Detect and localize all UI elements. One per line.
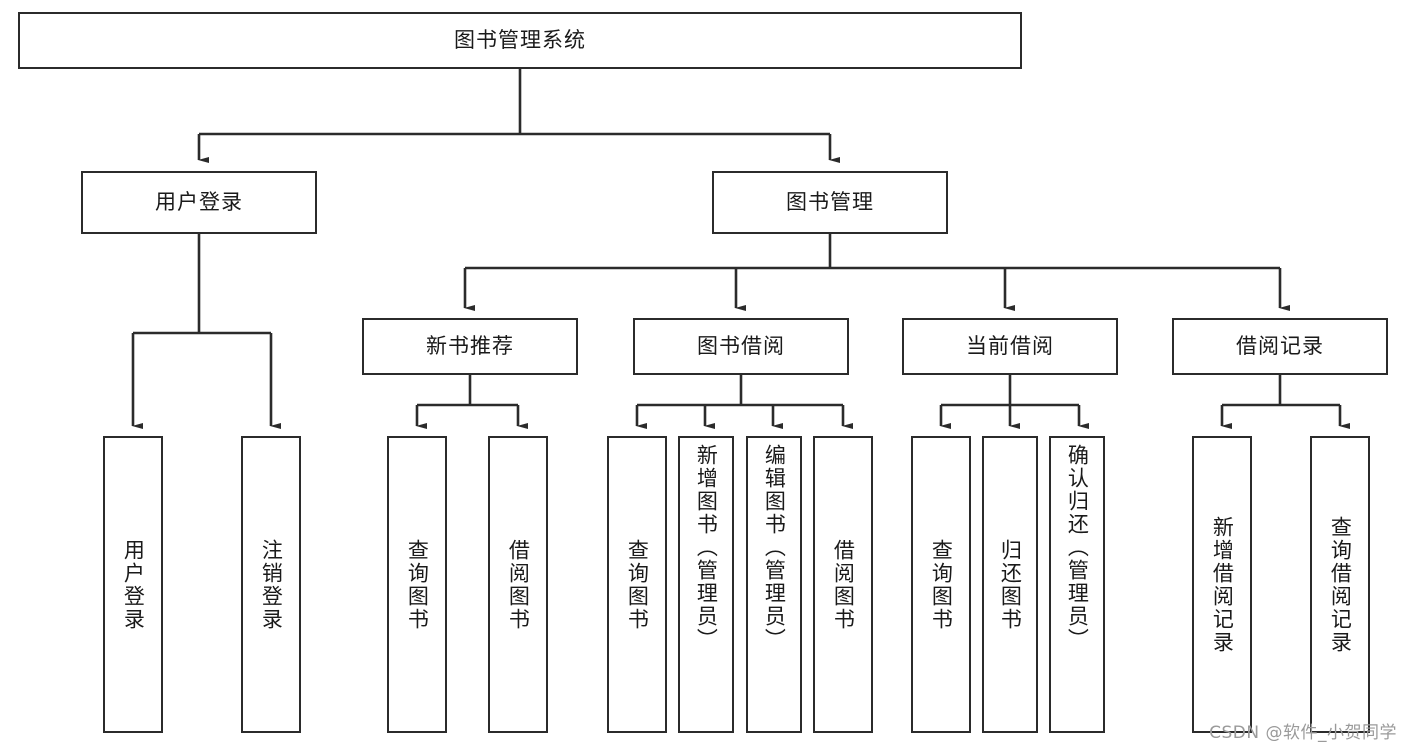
node-label: 归还图书 bbox=[998, 538, 1023, 631]
node-label: 注销登录 bbox=[259, 538, 284, 631]
leaf-book-borrow-add-book-admin[interactable]: 新增图书（管理员） bbox=[678, 436, 734, 733]
node-label: 借阅图书 bbox=[506, 538, 531, 631]
leaf-borrow-record-add-record[interactable]: 新增借阅记录 bbox=[1192, 436, 1252, 733]
node-label: 查询图书 bbox=[625, 538, 650, 631]
node-root-book-management-system[interactable]: 图书管理系统 bbox=[18, 12, 1022, 69]
node-label: 新书推荐 bbox=[426, 333, 514, 358]
leaf-current-borrow-confirm-return-admin[interactable]: 确认归还（管理员） bbox=[1049, 436, 1105, 733]
node-label: 新增图书（管理员） bbox=[694, 444, 719, 651]
node-label: 查询图书 bbox=[929, 538, 954, 631]
node-label: 图书管理系统 bbox=[454, 27, 586, 52]
node-label: 图书借阅 bbox=[697, 333, 785, 358]
leaf-current-borrow-return-book[interactable]: 归还图书 bbox=[982, 436, 1038, 733]
node-label: 查询借阅记录 bbox=[1328, 515, 1353, 654]
node-user-login[interactable]: 用户登录 bbox=[81, 171, 317, 234]
leaf-book-borrow-borrow-book[interactable]: 借阅图书 bbox=[813, 436, 873, 733]
node-label: 用户登录 bbox=[155, 189, 243, 214]
leaf-user-login-login[interactable]: 用户登录 bbox=[103, 436, 163, 733]
node-label: 确认归还（管理员） bbox=[1065, 444, 1090, 651]
node-label: 新增借阅记录 bbox=[1210, 515, 1235, 654]
node-borrowing-records[interactable]: 借阅记录 bbox=[1172, 318, 1388, 375]
leaf-borrow-record-query-record[interactable]: 查询借阅记录 bbox=[1310, 436, 1370, 733]
leaf-new-book-borrow-book[interactable]: 借阅图书 bbox=[488, 436, 548, 733]
node-new-book-recommendation[interactable]: 新书推荐 bbox=[362, 318, 578, 375]
leaf-new-book-query-book[interactable]: 查询图书 bbox=[387, 436, 447, 733]
node-label: 编辑图书（管理员） bbox=[762, 444, 787, 651]
node-label: 用户登录 bbox=[121, 538, 146, 631]
leaf-current-borrow-query-book[interactable]: 查询图书 bbox=[911, 436, 971, 733]
leaf-book-borrow-query-book[interactable]: 查询图书 bbox=[607, 436, 667, 733]
leaf-book-borrow-edit-book-admin[interactable]: 编辑图书（管理员） bbox=[746, 436, 802, 733]
csdn-watermark: CSDN @软件_小贺同学 bbox=[1209, 723, 1397, 743]
node-label: 查询图书 bbox=[405, 538, 430, 631]
node-label: 当前借阅 bbox=[966, 333, 1054, 358]
node-label: 借阅图书 bbox=[831, 538, 856, 631]
leaf-user-login-logout[interactable]: 注销登录 bbox=[241, 436, 301, 733]
node-label: 图书管理 bbox=[786, 189, 874, 214]
node-book-management[interactable]: 图书管理 bbox=[712, 171, 948, 234]
node-current-borrowing[interactable]: 当前借阅 bbox=[902, 318, 1118, 375]
node-label: 借阅记录 bbox=[1236, 333, 1324, 358]
node-book-borrowing[interactable]: 图书借阅 bbox=[633, 318, 849, 375]
